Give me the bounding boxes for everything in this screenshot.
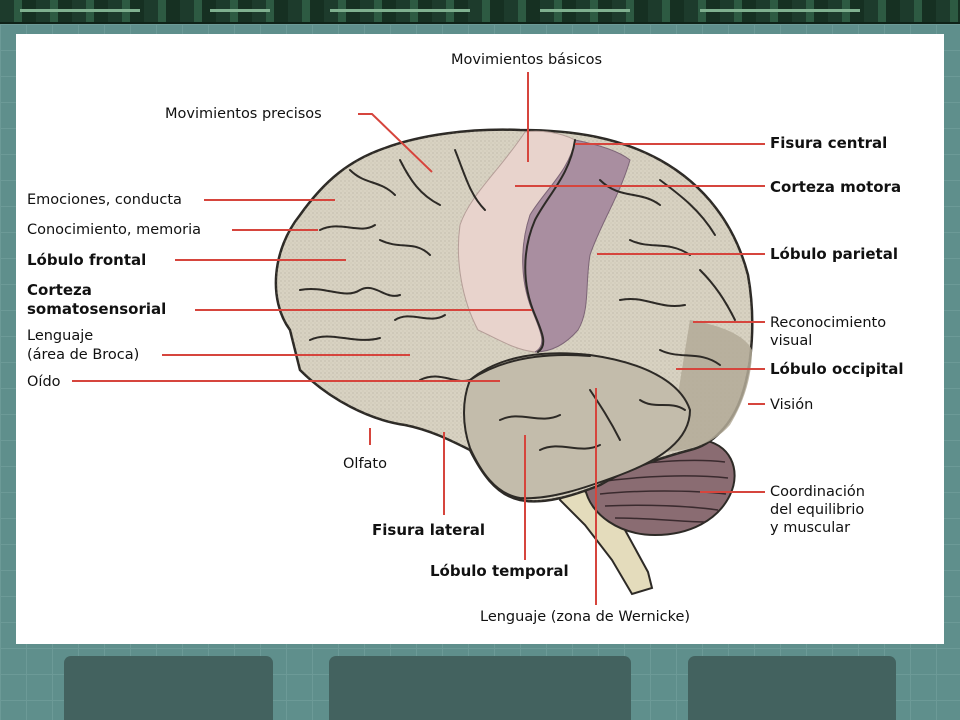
- label-movimientos-precisos: Movimientos precisos: [165, 106, 322, 122]
- bottom-nav-tab-1[interactable]: [64, 656, 273, 720]
- label-fisura-lateral: Fisura lateral: [372, 521, 485, 539]
- somatosensory-cortex: [522, 139, 631, 353]
- label-olfato: Olfato: [343, 456, 387, 472]
- leader-lines: [72, 72, 765, 605]
- label-vision: Visión: [770, 397, 813, 413]
- label-reconocimiento-visual-line2: visual: [770, 333, 812, 349]
- label-lenguaje-broca-line2: (área de Broca): [27, 347, 139, 363]
- cortical-folds: [299, 139, 736, 451]
- cerebellum-folia: [597, 459, 729, 523]
- label-lenguaje-broca-line1: Lenguaje: [27, 328, 93, 344]
- label-coordinacion-line1: Coordinación: [770, 484, 865, 500]
- label-conocimiento-memoria: Conocimiento, memoria: [27, 222, 201, 238]
- label-emociones-conducta: Emociones, conducta: [27, 192, 182, 208]
- circuit-board-banner: [0, 0, 960, 24]
- temporal-lobe: [463, 352, 692, 500]
- label-lenguaje-wernicke: Lenguaje (zona de Wernicke): [480, 609, 690, 625]
- label-corteza-motora: Corteza motora: [770, 178, 901, 196]
- bottom-nav-tab-3[interactable]: [688, 656, 896, 720]
- label-lobulo-temporal: Lóbulo temporal: [430, 562, 569, 580]
- label-coordinacion-line3: y muscular: [770, 520, 850, 536]
- label-fisura-central: Fisura central: [770, 134, 887, 152]
- brain-diagram-panel: Movimientos básicos Movimientos precisos…: [16, 34, 944, 644]
- label-movimientos-basicos: Movimientos básicos: [451, 52, 602, 68]
- label-oido: Oído: [27, 374, 61, 390]
- brain-diagram: Movimientos básicos Movimientos precisos…: [27, 52, 904, 625]
- label-lobulo-frontal: Lóbulo frontal: [27, 251, 146, 269]
- label-corteza-somatosensorial-line2: somatosensorial: [27, 300, 166, 318]
- label-coordinacion-line2: del equilibrio: [770, 502, 864, 518]
- bottom-nav-tab-2[interactable]: [329, 656, 631, 720]
- label-lobulo-parietal: Lóbulo parietal: [770, 245, 898, 263]
- label-corteza-somatosensorial-line1: Corteza: [27, 281, 92, 299]
- label-lobulo-occipital: Lóbulo occipital: [770, 360, 904, 378]
- label-reconocimiento-visual-line1: Reconocimiento: [770, 315, 886, 331]
